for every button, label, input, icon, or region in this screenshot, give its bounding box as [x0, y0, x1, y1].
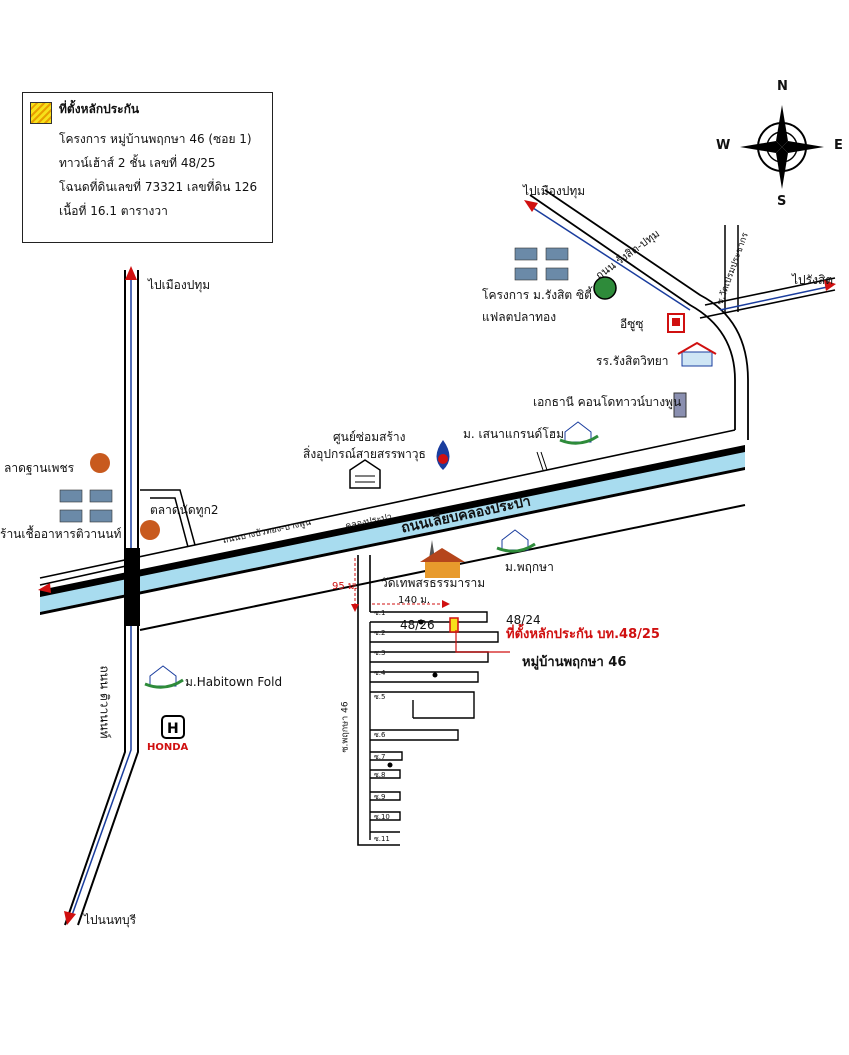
soi-label: ซ.4 [374, 669, 386, 677]
legend-title: ที่ตั้งหลักประกัน [59, 102, 140, 116]
compass-e: E [834, 138, 843, 153]
bua-thong-road-2 [39, 563, 136, 586]
site-dist-95: 95 ม. [332, 581, 358, 592]
market-basket-icon-2 [140, 520, 160, 540]
landmark-market: ตลาดนัดทูก2 [150, 503, 219, 517]
landmark-lat-thanphet: ลาดฐานเพชร [4, 461, 75, 475]
compass-w: W [716, 138, 731, 153]
canal-edge [40, 467, 745, 615]
direction-pathum-right: ไปเมืองปทุม [523, 184, 586, 198]
arrow-west [38, 583, 51, 593]
collateral-plot[interactable] [449, 617, 459, 633]
legend-line3: โฉนดที่ดินเลขที่ 73321 เลขที่ดิน 126 [59, 180, 258, 194]
legend-line2: ทาวน์เฮ้าส์ 2 ชั้น เลขที่ 48/25 [59, 156, 216, 170]
compass-n: N [777, 79, 788, 94]
landmark-isuzu: อีซูซุ [620, 317, 644, 331]
landmark-temple: วัดเทพสรธรรมาราม [381, 576, 486, 590]
soi-label: ซ.1 [374, 609, 386, 617]
building-cluster-icon [514, 247, 569, 281]
site-house-4826: 48/26 [400, 618, 435, 632]
landmark-habitown: ม.Habitown Fold [185, 675, 283, 689]
house-icon-pruksa [496, 529, 536, 553]
road-soi-main: ซ.พฤกษา 46 [340, 701, 351, 753]
fuel-station-icon [436, 440, 450, 470]
landmark-repair-1: ศูนย์ซ่อมสร้าง [333, 430, 406, 444]
house-icon-habitown [144, 665, 184, 689]
landmark-repair-2: สิ่งอุปกรณ์สายสรรพาวุธ [303, 447, 426, 461]
warehouse-icon [349, 459, 381, 489]
soi-label: ซ.5 [374, 693, 386, 701]
rangsit-city-logo [593, 276, 617, 300]
soi-label: ซ.6 [374, 731, 386, 739]
arrow-to-pathum-right [524, 200, 538, 212]
landmark-ekthani: เอกธานี คอนโดทาวน์บางพูน [533, 395, 682, 409]
site-collateral-label: ที่ตั้งหลักประกัน บท.48/25 [506, 627, 660, 642]
tiwanon-road [64, 270, 126, 926]
site-dist-140: 140 ม. [398, 595, 431, 606]
arrow-to-pathum-left [125, 266, 137, 280]
direction-nonthaburi: ไปนนทบุรี [84, 913, 137, 927]
honda-logo: H [161, 715, 185, 739]
direction-rangsit: ไปรังสิต [792, 273, 834, 287]
soi-main-road [357, 555, 400, 846]
soi-grid [369, 611, 499, 840]
direction-pathum-left: ไปเมืองปทุม [148, 278, 211, 292]
svg-text:H: H [167, 721, 179, 737]
landmark-pruksa: ม.พฤกษา [505, 560, 554, 574]
landmark-honda: HONDA [147, 742, 189, 753]
soi-label: ซ.8 [374, 771, 386, 779]
legend-box: ที่ตั้งหลักประกัน โครงการ หมู่บ้านพฤกษา … [22, 92, 273, 243]
legend-line4: เนื้อที่ 16.1 ตารางวา [59, 204, 168, 218]
canal-water [40, 452, 745, 612]
soi-label: ซ.2 [374, 629, 386, 637]
collateral-swatch-icon [30, 102, 52, 124]
rangsit-pathum-road [529, 194, 736, 430]
landmark-rangsit-city: โครงการ ม.รังสิต ซิตี้ [482, 288, 592, 302]
site-village-label: หมู่บ้านพฤกษา 46 [522, 655, 627, 670]
compass-rose [740, 105, 824, 189]
soi-label: ซ.10 [374, 813, 390, 821]
market-basket-icon [90, 453, 110, 473]
road-tiwanon: ถนน ติวานนท์ [97, 665, 112, 739]
landmark-food-shop: ร้านเชื้ออาหารติวานนท์ [0, 527, 122, 541]
compass-s: S [777, 194, 787, 209]
building-cluster-icon-2 [59, 489, 113, 523]
soi-label: ซ.9 [374, 793, 386, 801]
arrow-to-rangsit [824, 280, 836, 291]
landmark-flat: แฟลตปลาทอง [482, 310, 557, 324]
landmark-senna: ม. เสนาแกรนด์โฮม [463, 427, 565, 441]
tiwanon-bridge [124, 548, 140, 626]
landmark-school: รร.รังสิตวิทยา [596, 354, 669, 368]
canal [40, 445, 745, 598]
soi-label: ซ.7 [374, 753, 386, 761]
bua-thong-road [39, 429, 736, 579]
soi-label: ซ.11 [374, 835, 390, 843]
arrow-to-nonthaburi [64, 911, 76, 925]
temple-icon [420, 540, 465, 578]
tiwanon-road-2 [77, 270, 139, 926]
house-icon-senna [559, 421, 599, 445]
condo-icon [673, 392, 687, 418]
site-house-4824: 48/24 [506, 613, 541, 627]
legend-line1: โครงการ หมู่บ้านพฤกษา 46 (ซอย 1) [59, 132, 252, 146]
school-icon [677, 341, 717, 367]
soi-label: ซ.3 [374, 649, 386, 657]
